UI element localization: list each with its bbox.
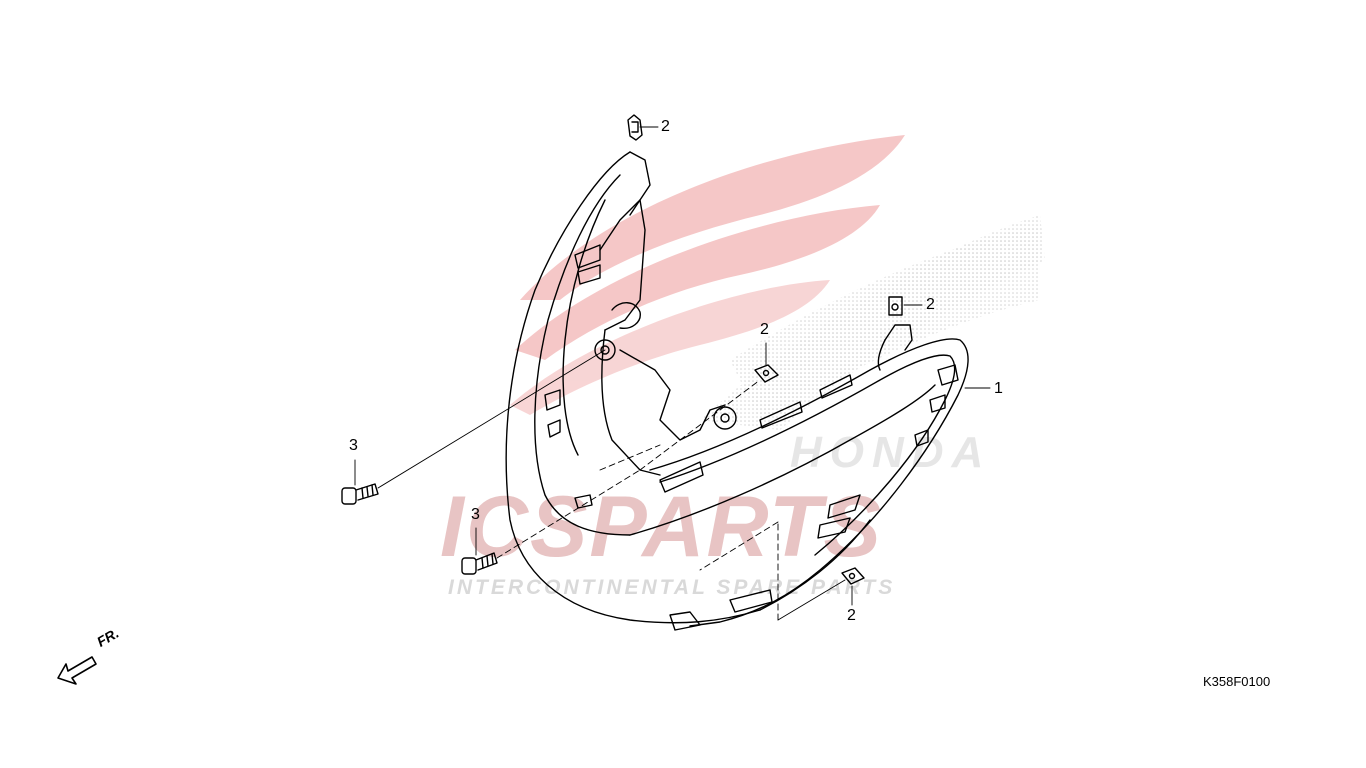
clip-upper-right	[888, 296, 903, 316]
front-direction-arrow-icon	[57, 656, 97, 685]
screw-left	[341, 483, 379, 505]
callout-2-middle: 2	[760, 321, 769, 338]
clip-bottom	[841, 567, 865, 585]
watermark-honda-text: HONDA	[790, 428, 992, 477]
callout-1: 1	[994, 380, 1003, 397]
honda-wing-logo-icon	[510, 135, 1045, 430]
clip-middle	[754, 364, 779, 383]
diagram-code: K358F0100	[1203, 674, 1271, 689]
watermark-brand-main: ICSPARTS	[440, 479, 883, 575]
callout-3-lower: 3	[471, 506, 480, 523]
callout-2-upper-right: 2	[926, 296, 935, 313]
callout-2-top: 2	[661, 118, 670, 135]
leader-lines	[354, 126, 991, 621]
callout-3-left: 3	[349, 437, 358, 454]
screw-lower	[461, 552, 498, 575]
callout-2-bottom: 2	[847, 607, 856, 624]
front-cover-part	[505, 151, 969, 631]
clip-top	[627, 114, 643, 141]
